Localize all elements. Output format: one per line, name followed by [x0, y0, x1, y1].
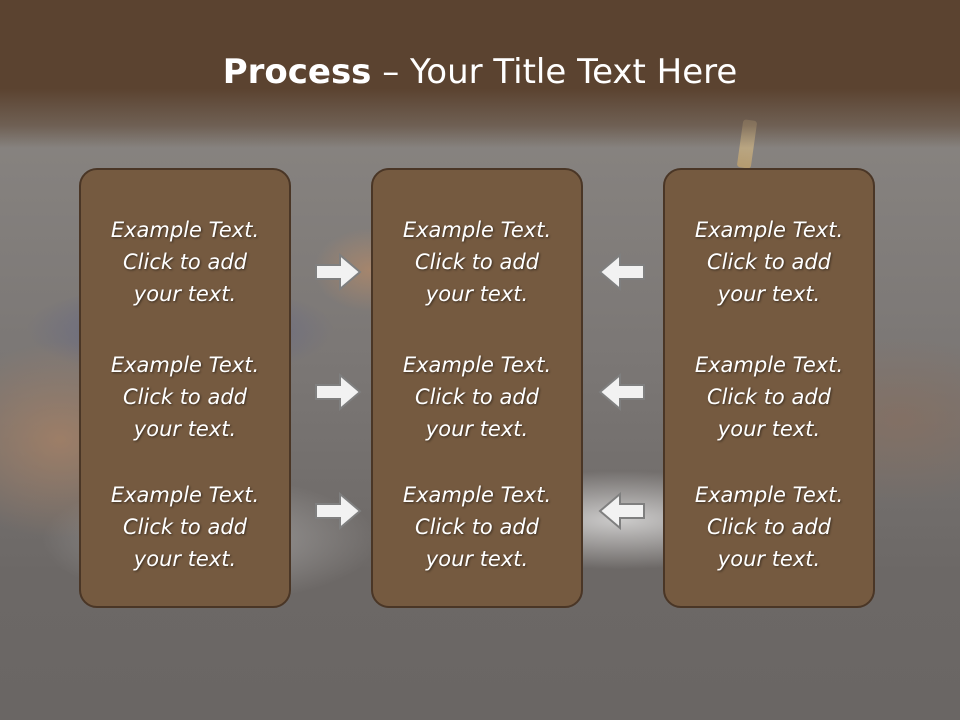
text-line: Click to add	[414, 385, 539, 409]
text-line: Click to add	[706, 250, 831, 274]
text-line: Example Text.	[694, 483, 844, 507]
text-block[interactable]: Example Text. Click to add your text.	[665, 479, 873, 575]
text-block[interactable]: Example Text. Click to add your text.	[81, 479, 289, 575]
right-column-box[interactable]: Example Text. Click to add your text. Ex…	[663, 168, 875, 608]
arrow-right-icon	[315, 491, 362, 531]
text-line: Example Text.	[694, 218, 844, 242]
center-column-box[interactable]: Example Text. Click to add your text. Ex…	[371, 168, 583, 608]
text-line: Example Text.	[694, 353, 844, 377]
text-line: your text.	[425, 282, 529, 306]
text-line: Click to add	[122, 515, 247, 539]
text-line: Click to add	[414, 515, 539, 539]
text-line: Example Text.	[402, 483, 552, 507]
text-line: Example Text.	[402, 353, 552, 377]
text-line: Click to add	[706, 515, 831, 539]
text-block[interactable]: Example Text. Click to add your text.	[81, 349, 289, 445]
text-line: your text.	[425, 417, 529, 441]
text-block[interactable]: Example Text. Click to add your text.	[665, 349, 873, 445]
text-line: your text.	[425, 547, 529, 571]
text-line: your text.	[717, 282, 821, 306]
arrow-left-icon	[598, 491, 645, 531]
text-line: your text.	[717, 417, 821, 441]
arrow-left-icon	[598, 372, 645, 412]
text-line: Example Text.	[110, 483, 260, 507]
text-line: Click to add	[706, 385, 831, 409]
arrow-right-icon	[315, 252, 362, 292]
text-line: Example Text.	[402, 218, 552, 242]
arrow-left-icon	[598, 252, 645, 292]
title-banner: Process – Your Title Text Here	[0, 0, 960, 148]
text-block[interactable]: Example Text. Click to add your text.	[373, 349, 581, 445]
text-block[interactable]: Example Text. Click to add your text.	[665, 214, 873, 310]
text-line: Click to add	[122, 250, 247, 274]
arrow-right-icon	[315, 372, 362, 412]
title-bold: Process	[222, 52, 372, 92]
text-line: Example Text.	[110, 218, 260, 242]
text-line: Click to add	[122, 385, 247, 409]
left-column-box[interactable]: Example Text. Click to add your text. Ex…	[79, 168, 291, 608]
text-block[interactable]: Example Text. Click to add your text.	[373, 214, 581, 310]
text-block[interactable]: Example Text. Click to add your text.	[373, 479, 581, 575]
slide-title[interactable]: Process – Your Title Text Here	[0, 52, 960, 92]
text-line: your text.	[133, 282, 237, 306]
text-line: Click to add	[414, 250, 539, 274]
text-line: your text.	[133, 547, 237, 571]
text-block[interactable]: Example Text. Click to add your text.	[81, 214, 289, 310]
text-line: Example Text.	[110, 353, 260, 377]
text-line: your text.	[133, 417, 237, 441]
text-line: your text.	[717, 547, 821, 571]
title-rest: – Your Title Text Here	[371, 52, 738, 92]
